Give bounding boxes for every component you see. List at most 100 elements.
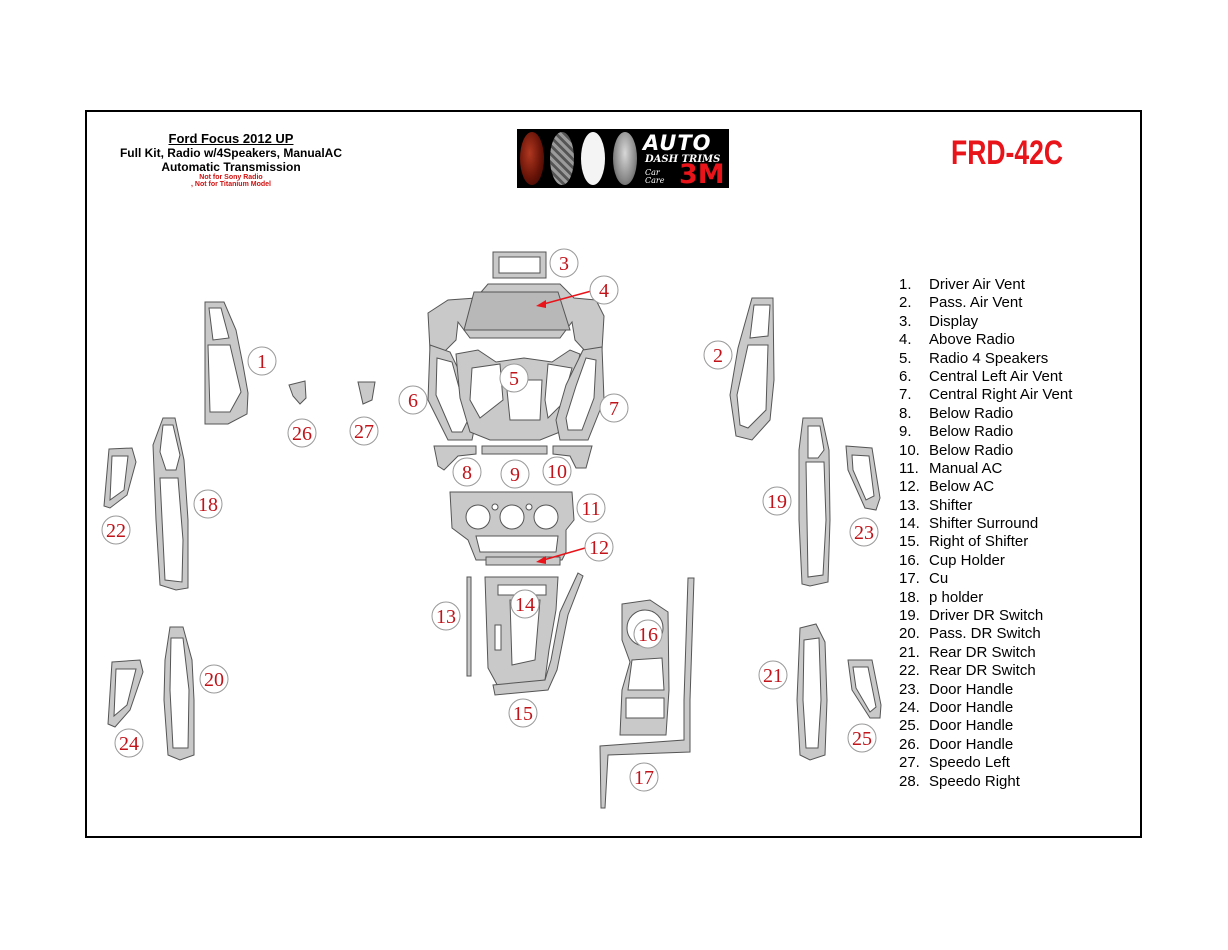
- kit-subtitle: Full Kit, Radio w/4Speakers, ManualAC: [119, 146, 343, 160]
- legend-item-label: Door Handle: [929, 735, 1014, 753]
- callout-15: 15: [508, 698, 538, 728]
- callout-13: 13: [431, 601, 461, 631]
- legend-item: 25.Door Handle: [899, 717, 1072, 735]
- legend-item-label: Manual AC: [929, 459, 1003, 477]
- legend-item: 16.Cup Holder: [899, 552, 1072, 570]
- callout-circle: [398, 385, 428, 415]
- legend-item-label: Driver Air Vent: [929, 276, 1025, 293]
- callout-circle: [847, 723, 877, 753]
- part-pass-dr-switch-20: [163, 626, 195, 761]
- callout-circle: [599, 393, 629, 423]
- callout-number: 7: [609, 398, 619, 420]
- callout-number: 8: [462, 462, 472, 484]
- legend-item-number: 20.: [899, 625, 920, 643]
- part-display: [492, 251, 547, 279]
- legend-item-label: Central Right Air Vent: [929, 386, 1073, 404]
- callout-9: 9: [500, 459, 530, 489]
- legend-item: 27. Speedo Left: [899, 754, 1072, 772]
- legend-item-label: Display: [929, 312, 979, 330]
- part-manual-ac: [449, 491, 575, 561]
- legend-item: 1. Driver Air Vent: [899, 276, 1072, 294]
- legend-item: 17. Cu: [899, 570, 1072, 588]
- legend-item-label: Right of Shifter: [929, 533, 1029, 551]
- legend-item: 24.Door Handle: [899, 699, 1072, 717]
- callout-25: 25: [847, 723, 877, 753]
- legend-item-label: Shifter: [929, 496, 973, 514]
- legend-item: 13. Shifter: [899, 497, 1072, 515]
- legend-item-number: 26.: [899, 735, 920, 753]
- callout-number: 11: [581, 498, 600, 520]
- callout-number: 1: [257, 351, 267, 373]
- callout-number: 15: [513, 703, 533, 725]
- callout-number: 12: [589, 537, 609, 559]
- callout-number: 10: [547, 461, 567, 483]
- legend-item: 5. Radio 4 Speakers: [899, 350, 1072, 368]
- callout-number: 14: [515, 594, 535, 616]
- part-below-radio-10: [552, 445, 593, 469]
- callout-circle: [193, 489, 223, 519]
- part-driver-dr-switch: [798, 417, 831, 587]
- callout-circle: [508, 698, 538, 728]
- legend-item: 14.Shifter Surround: [899, 515, 1072, 533]
- legend-item-number: 28.: [899, 772, 920, 790]
- legend-item: 9.Below Radio: [899, 423, 1072, 441]
- callout-19: 19: [762, 486, 792, 516]
- part-cup-holder-panel-18: [152, 417, 189, 591]
- legend-item-number: 14.: [899, 515, 920, 533]
- logo-word-dash-trims: DASH TRIMS: [645, 154, 721, 165]
- callout-8: 8: [452, 457, 482, 487]
- legend-item: 10.Below Radio: [899, 442, 1072, 460]
- callout-number: 23: [854, 522, 874, 544]
- part-shifter: [466, 576, 472, 677]
- legend-item-number: 17.: [899, 570, 920, 588]
- legend-item-number: 5.: [899, 349, 912, 367]
- callout-number: 20: [204, 669, 224, 691]
- legend-item-number: 3.: [899, 312, 912, 330]
- legend-item: 22.Rear DR Switch: [899, 662, 1072, 680]
- callout-number: 27: [354, 421, 374, 443]
- legend-item-label: Radio 4 Speakers: [929, 349, 1049, 367]
- legend-item-label: Speedo Left: [929, 754, 1010, 772]
- callout-number: 24: [119, 733, 139, 755]
- swatch-marble: [613, 132, 637, 185]
- legend-item: 28.Speedo Right: [899, 773, 1072, 791]
- logo-word-car-care: Car Care: [645, 168, 665, 185]
- legend-item-label: Cu: [929, 570, 949, 588]
- part-rear-dr-switch-22: [103, 447, 137, 509]
- legend-item-label: Rear DR Switch: [929, 643, 1036, 661]
- swatch-burl-wood: [520, 132, 544, 185]
- legend-item: 19.Driver DR Switch: [899, 607, 1072, 625]
- legend-item-label: Below AC: [929, 478, 995, 496]
- callout-number: 6: [408, 390, 418, 412]
- callout-circle: [247, 346, 277, 376]
- callout-4: 4: [589, 275, 619, 305]
- legend-item-number: 21.: [899, 643, 920, 661]
- legend-item-number: 12.: [899, 478, 920, 496]
- legend-item-number: 24.: [899, 698, 920, 716]
- brand-logo: AUTO DASH TRIMS Car Care 3M: [517, 129, 729, 188]
- part-cu-17: [599, 577, 695, 809]
- legend-item-number: 10.: [899, 441, 920, 459]
- swatch-carbon-fiber: [550, 132, 574, 185]
- legend-item-number: 27.: [899, 754, 920, 772]
- pointer-arrow-4: [536, 289, 596, 308]
- legend-item: 4.Above Radio: [899, 331, 1072, 349]
- legend-item-label: Cup Holder: [929, 551, 1005, 569]
- legend-item-number: 8.: [899, 404, 912, 422]
- legend-item-number: 13.: [899, 496, 920, 514]
- part-door-handle-25: [847, 659, 882, 719]
- callout-number: 4: [599, 280, 609, 302]
- legend-item-number: 1.: [899, 276, 912, 293]
- callout-circle: [849, 517, 879, 547]
- legend-item-number: 18.: [899, 588, 920, 606]
- callout-number: 17: [634, 767, 654, 789]
- legend-item-label: Below Radio: [929, 423, 1014, 441]
- legend-item-label: Rear DR Switch: [929, 662, 1036, 680]
- logo-word-auto: AUTO: [643, 131, 712, 155]
- part-door-handle-26: [288, 380, 307, 405]
- callout-11: 11: [576, 493, 606, 523]
- legend-item-number: 19.: [899, 607, 920, 625]
- part-pass-air-vent: [729, 297, 775, 441]
